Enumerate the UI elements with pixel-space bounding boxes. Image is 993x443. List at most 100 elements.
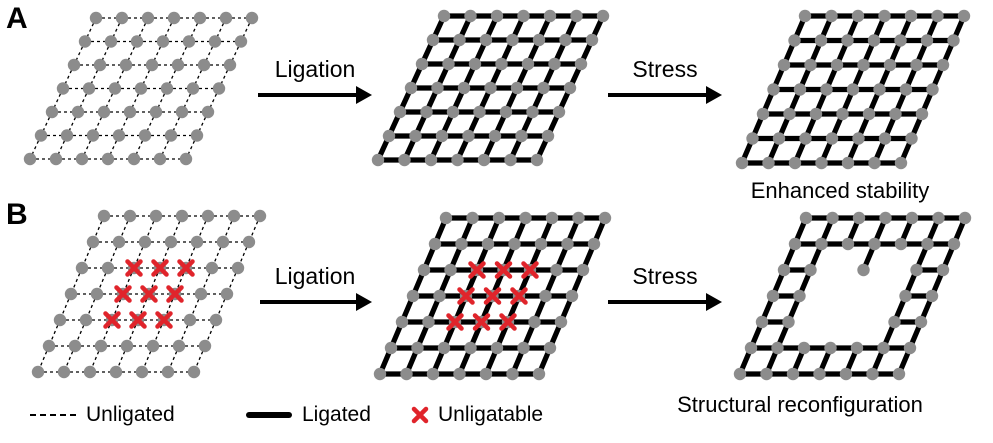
lattice-dot [777, 263, 791, 277]
lattice-edge [178, 319, 191, 347]
lattice-dot [499, 105, 513, 119]
lattice-dot [201, 209, 215, 223]
unligatable-cross-icon [125, 259, 143, 277]
lattice-dot [49, 152, 63, 166]
result-label-a: Enhanced stability [750, 178, 930, 203]
unligatable-cross-icon [166, 285, 184, 303]
lattice-dot [437, 341, 451, 355]
lattice-dot [851, 9, 865, 23]
lattice-dot [552, 105, 566, 119]
lattice-dot [160, 82, 174, 95]
lattice-dot [879, 211, 892, 225]
lattice-dot [936, 263, 950, 277]
ligation-arrow-a [258, 86, 372, 104]
ligation-label-b: Ligation [274, 263, 356, 289]
stress-label-b: Stress [632, 263, 698, 289]
lattice-edge [181, 88, 194, 113]
lattice-dot [565, 289, 579, 303]
unligatable-cross-icon [472, 313, 491, 331]
lattice-dot [574, 57, 588, 71]
lattice-dot [820, 83, 833, 96]
lattice-dot [504, 153, 517, 167]
lattice-dot [515, 129, 528, 143]
lattice-b-reconfigured [733, 211, 972, 381]
lattice-dot [760, 367, 773, 381]
lattice-dot [172, 339, 186, 353]
lattice-edge [170, 215, 183, 243]
arrow-head-icon [356, 293, 372, 311]
lattice-dot [119, 58, 133, 72]
lattice-dot [777, 58, 791, 72]
lattice-dot [179, 152, 193, 166]
lattice-dot [826, 211, 839, 225]
lattice-edge [214, 17, 227, 42]
lattice-edge [141, 345, 154, 373]
unligatable-cross-icon [446, 313, 464, 331]
lattice-dot [744, 341, 758, 355]
lattice-dot [585, 33, 599, 47]
lattice-dot [910, 263, 923, 277]
lattice-edge [66, 111, 79, 136]
lattice-dot [862, 107, 876, 121]
result-label-b: Structural reconfiguration [677, 392, 923, 417]
lattice-dot [490, 341, 504, 355]
lattice-dot [799, 132, 812, 145]
lattice-dot [814, 34, 828, 47]
lattice-dot [541, 129, 555, 143]
lattice-edge [92, 215, 105, 243]
lattice-edge [114, 64, 127, 89]
lattice-edge [185, 241, 198, 269]
lattice-edge [159, 135, 172, 160]
lattice-dot [420, 105, 433, 119]
lattice-dot [852, 132, 865, 145]
lattice-dot [815, 156, 828, 170]
lattice-dot [866, 367, 879, 381]
lattice-edge [203, 41, 216, 66]
lattice-dot [23, 152, 37, 166]
unligatable-cross-icon [103, 311, 121, 329]
lattice-edge [111, 293, 124, 321]
lattice-edge [218, 64, 231, 89]
lattice-dot [457, 81, 471, 95]
lattice-edge [137, 293, 150, 321]
lattice-edge [126, 319, 139, 347]
lattice-dot [242, 235, 256, 249]
lattice-dot [813, 367, 826, 381]
lattice-dot [815, 237, 828, 251]
lattice-dot [925, 289, 939, 303]
lattice-dot [762, 156, 775, 170]
lattice-dot [201, 105, 215, 119]
lattice-dot [883, 58, 897, 72]
lattice-dot [479, 367, 493, 381]
lattice-edge [29, 135, 42, 160]
lattice-dot [71, 105, 85, 119]
lattice-dot [905, 132, 918, 145]
lattice-dot [175, 105, 189, 119]
lattice-dot [209, 313, 223, 327]
lattice-dot [183, 313, 197, 327]
lattice-edge [152, 319, 165, 347]
lattice-dot [193, 11, 207, 25]
lattice-dot [735, 156, 749, 170]
lattice-dot [766, 289, 780, 303]
lattice-dot [532, 367, 546, 381]
lattice-dot [171, 58, 185, 72]
lattice-dot [138, 129, 152, 142]
unligatable-cross-icon [468, 261, 486, 279]
lattice-edge [59, 293, 72, 321]
lattice-edge [118, 215, 131, 243]
lattice-edge [133, 241, 146, 269]
lattice-dot [398, 153, 411, 167]
lattice-dot [797, 341, 811, 355]
lattice-dot [559, 33, 572, 47]
lattice-dot [733, 367, 747, 381]
lattice-dot [550, 263, 563, 277]
lattice-dot [186, 82, 200, 95]
lattice-dot [409, 129, 422, 143]
lattice-edge [144, 215, 157, 243]
lattice-edge [207, 88, 220, 113]
lattice-dot [406, 289, 420, 303]
lattice-edge [136, 17, 149, 42]
lattice-dot [164, 235, 178, 249]
